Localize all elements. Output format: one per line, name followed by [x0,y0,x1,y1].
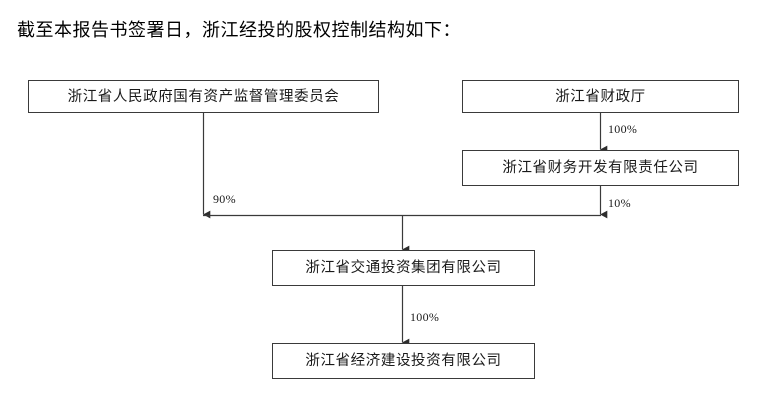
node-zhejiang-financial-development[interactable]: 浙江省财务开发有限责任公司 [462,150,739,186]
node-zhejiang-communications-investment-group[interactable]: 浙江省交通投资集团有限公司 [272,250,535,286]
page-title: 截至本报告书签署日，浙江经投的股权控制结构如下： [17,20,461,40]
node-zhejiang-economic-construction-investment[interactable]: 浙江省经济建设投资有限公司 [272,343,535,379]
edge-label-jtt-to-jjjs: 100% [410,310,440,324]
node-label: 浙江省财务开发有限责任公司 [502,160,699,176]
node-label: 浙江省人民政府国有资产监督管理委员会 [67,88,340,105]
edge-label-fdc-to-jtt: 10% [608,196,631,210]
edge-label-finance-to-fdc: 100% [608,122,638,136]
node-label: 浙江省财政厅 [555,88,646,105]
node-label: 浙江省经济建设投资有限公司 [305,353,502,369]
node-zhejiang-sasac[interactable]: 浙江省人民政府国有资产监督管理委员会 [28,80,379,113]
node-zhejiang-finance-department[interactable]: 浙江省财政厅 [462,80,739,113]
edge-label-sasac-to-jtt: 90% [213,192,236,206]
node-label: 浙江省交通投资集团有限公司 [305,260,502,276]
